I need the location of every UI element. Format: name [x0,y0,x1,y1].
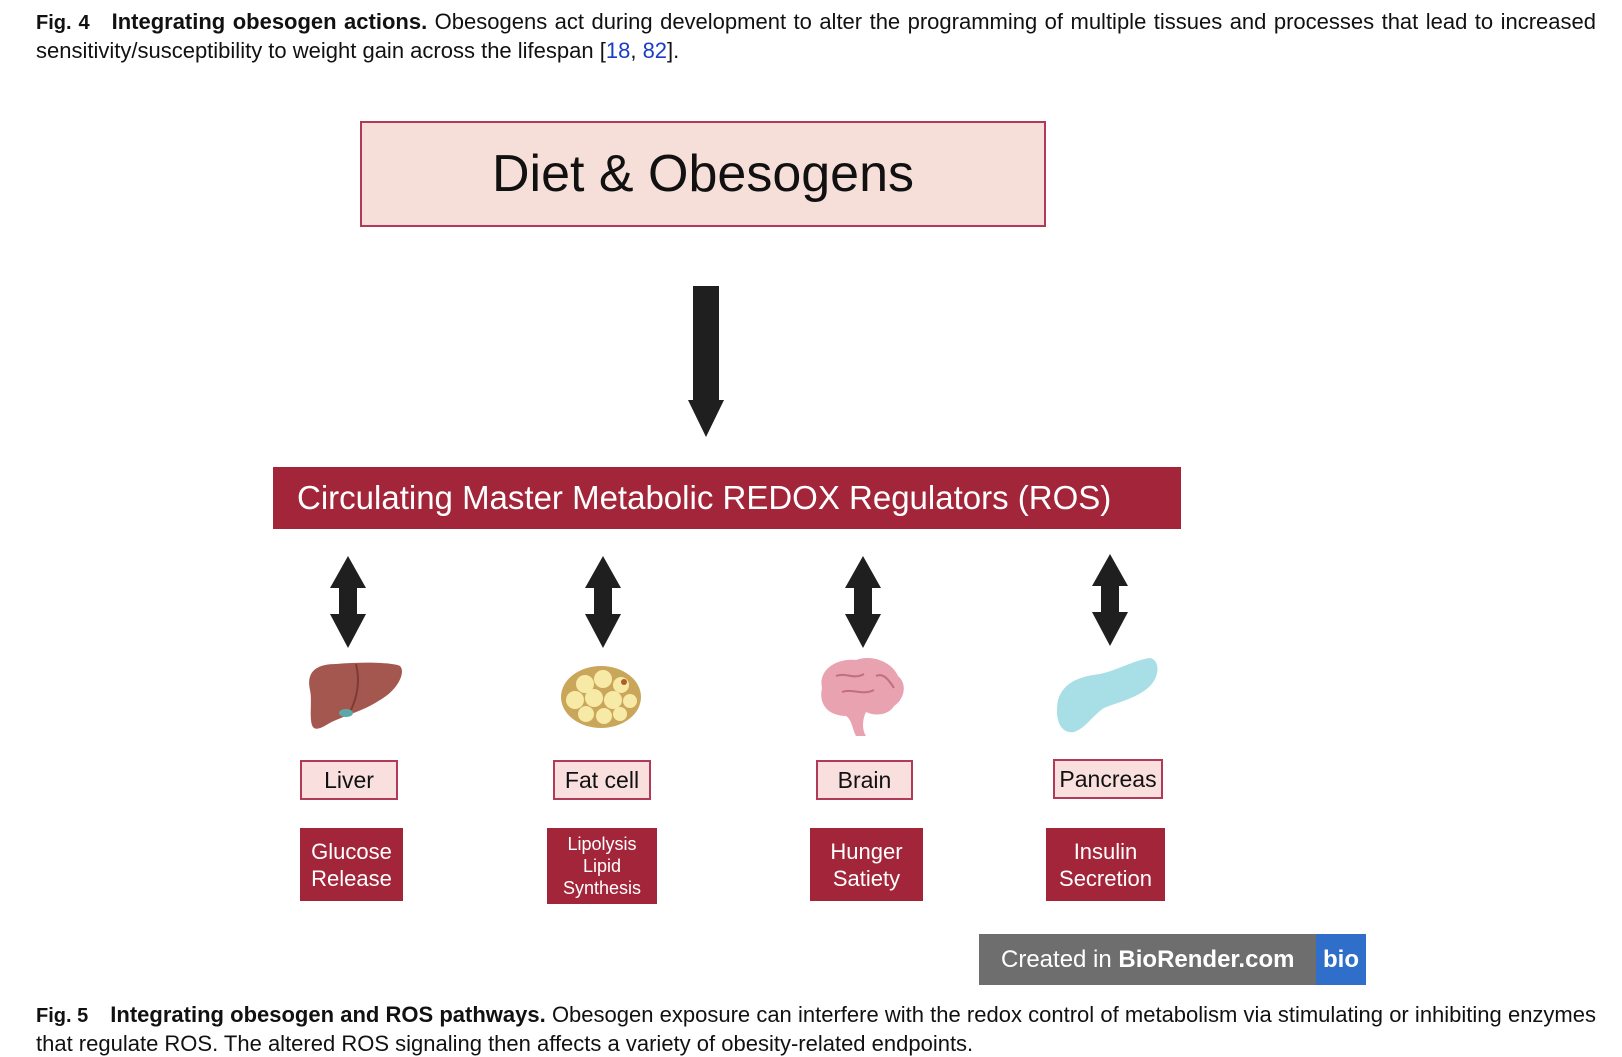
effect-line: Glucose [311,838,392,864]
ros-regulators-bar: Circulating Master Metabolic REDOX Regul… [273,467,1181,529]
fig5-title: Integrating obesogen and ROS pathways. [110,1002,546,1027]
arrows-layer [309,286,1158,736]
fig4-caption: Fig. 4 Integrating obesogen actions. Obes… [36,8,1596,64]
diet-obesogens-box: Diet & Obesogens [360,121,1046,227]
effect-box-fat-cell: Lipolysis Lipid Synthesis [547,828,657,904]
fig4-text: Obesogens act during development to alte… [36,9,1596,63]
pancreas-icon [1056,658,1158,733]
effect-line: Lipid [582,856,621,876]
figure-5: Diet & Obesogens [273,121,1366,985]
effect-line: Synthesis [562,878,642,898]
organ-label-liver: Liver [300,760,398,800]
effect-line: Hunger [830,838,903,864]
fig5-caption: Fig. 5 Integrating obesogen and ROS pathw… [36,1001,1596,1057]
organ-label-brain: Brain [816,760,913,800]
created-in-text: Created in [1001,945,1119,973]
fig5-label: Fig. 5 [36,1005,89,1027]
fig4-text-end: ]. [667,38,680,63]
ref-link-18[interactable]: 18 [605,38,631,63]
effect-line: Release [311,865,392,891]
effect-line: Lipolysis [567,834,637,854]
effect-box-brain: Hunger Satiety [810,828,923,901]
effect-box-liver: Glucose Release [300,828,403,901]
biorender-watermark: Created in BioRender.com bio [979,934,1366,985]
effect-line: Secretion [1059,865,1152,891]
effect-box-pancreas: Insulin Secretion [1046,828,1165,901]
double-arrow-pancreas [1092,554,1128,646]
liver-icon [309,662,402,729]
biorender-logo-icon: bio [1316,934,1366,985]
biorender-brand: BioRender.com [1118,945,1295,973]
fig5-text: Obesogen exposure can interfere with the… [36,1002,1596,1056]
ref-link-82[interactable]: 82 [642,38,668,63]
double-arrow-brain [845,556,881,648]
effect-line: Satiety [832,865,901,891]
biorender-text: Created in BioRender.com [979,946,1316,974]
ref-separator: , [630,38,643,63]
brain-icon [821,657,904,736]
double-arrow-fat-cell [585,556,621,648]
organ-label-pancreas: Pancreas [1053,759,1163,799]
organ-label-fat-cell: Fat cell [553,760,651,800]
fig4-title: Integrating obesogen actions. [111,9,428,34]
fig4-label: Fig. 4 [36,12,90,34]
double-arrow-liver [330,556,366,648]
effect-line: Insulin [1073,838,1138,864]
down-arrow [688,286,724,437]
fat-cell-icon [561,666,641,728]
